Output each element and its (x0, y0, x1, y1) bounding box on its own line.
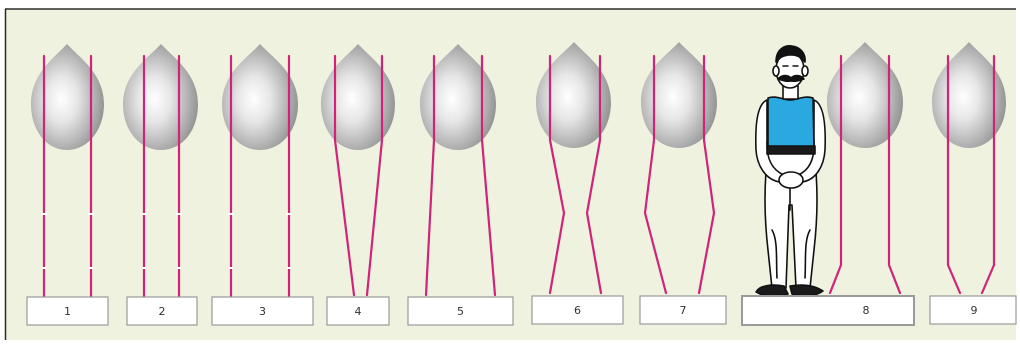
leg-line-ticks (41, 213, 292, 269)
figure-inner-legs (771, 184, 811, 279)
body-shape-4 (321, 44, 395, 150)
body-shapes (31, 42, 1006, 150)
label-boxes: 1 2 3 4 5 6 7 8 (26, 295, 1017, 326)
leg-line-7-right (697, 54, 716, 295)
leg-line-9-left (946, 54, 962, 295)
body-shape-1 (31, 44, 104, 150)
figure-hands (778, 171, 804, 189)
label-box-4-text: 4 (355, 305, 362, 318)
leg-line-8-right (887, 54, 902, 295)
label-box-2-text: 2 (159, 305, 166, 318)
label-box-6-text: 6 (574, 304, 581, 317)
leg-line-9-right (980, 54, 996, 295)
leg-line-4-right (365, 54, 384, 297)
label-box-1-text: 1 (64, 305, 71, 318)
label-box-4: 4 (326, 296, 390, 326)
leg-line-5-left (424, 54, 436, 297)
figure-moustache (777, 74, 805, 83)
label-box-9: 9 (929, 295, 1017, 325)
figure-ear-right (801, 65, 809, 77)
label-box-5-text: 5 (457, 305, 464, 318)
figure-shirt (767, 96, 815, 149)
label-box-6: 6 (531, 295, 624, 325)
leg-line-5-right (480, 54, 497, 297)
figure-belt (766, 145, 816, 155)
leg-line-4-left (333, 54, 356, 297)
figure-legs (764, 149, 818, 289)
leg-line-6-right (585, 54, 603, 295)
figure-arm-right (797, 99, 827, 183)
label-box-1: 1 (26, 296, 109, 326)
body-shape-3 (222, 44, 298, 150)
label-box-7-text: 7 (680, 304, 687, 317)
body-shape-7 (641, 42, 717, 148)
label-box-8: 8 (741, 295, 915, 326)
body-shape-5 (420, 44, 496, 150)
label-box-5: 5 (407, 296, 514, 326)
figure-arm-left (754, 99, 785, 183)
label-box-3-text: 3 (259, 305, 266, 318)
label-box-2: 2 (126, 296, 198, 326)
figure-ear-left (772, 65, 780, 77)
body-shape-9 (932, 42, 1006, 148)
leg-line-7-left (643, 54, 668, 295)
strongman-figure (754, 45, 827, 297)
figure-shoe-left (755, 284, 789, 297)
body-shape-6 (536, 42, 611, 148)
leg-lines (42, 54, 996, 298)
label-box-9-text: 9 (971, 304, 978, 317)
figure-hair (775, 45, 806, 63)
leg-line-8-left (828, 54, 843, 295)
leg-line-6-left (548, 54, 566, 295)
label-box-3: 3 (211, 296, 314, 326)
label-box-8-text: 8 (863, 304, 870, 317)
label-box-7: 7 (639, 295, 727, 325)
body-shape-8 (827, 42, 903, 148)
